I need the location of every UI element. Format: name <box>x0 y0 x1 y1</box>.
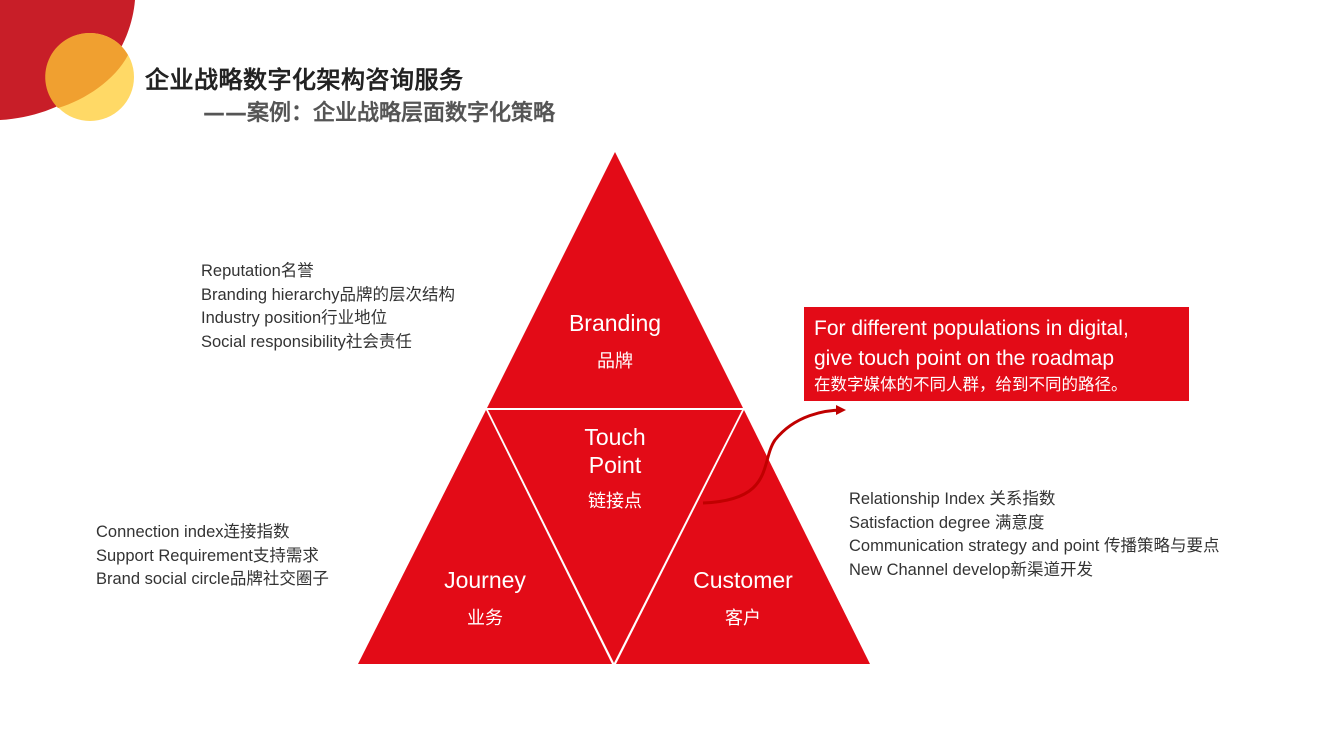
customer-note: Relationship Index 关系指数 <box>849 490 1056 508</box>
branding-note: Reputation名誉 <box>201 262 314 280</box>
branding-label-zh: 品牌 <box>597 351 633 372</box>
branding-note: Industry position行业地位 <box>201 309 388 327</box>
callout-line-2: give touch point on the roadmap <box>814 347 1115 370</box>
customer-note: New Channel develop新渠道开发 <box>849 560 1093 579</box>
journey-note: Connection index连接指数 <box>96 523 290 541</box>
customer-triangle <box>616 410 870 664</box>
connector-arrow <box>702 405 846 505</box>
journey-label-en: Journey <box>444 567 526 593</box>
page-subtitle: ——案例：企业战略层面数字化策略 <box>203 101 556 126</box>
touch-point-label-zh: 链接点 <box>588 491 642 512</box>
customer-notes: Relationship Index 关系指数 Satisfaction deg… <box>849 488 1219 582</box>
customer-note: Satisfaction degree 满意度 <box>849 513 1045 532</box>
customer-label-en: Customer <box>693 567 793 593</box>
page-title: 企业战略数字化架构咨询服务 <box>145 66 464 94</box>
customer-note: Communication strategy and point 传播策略与要点 <box>849 537 1220 555</box>
branding-label: Branding 品牌 <box>535 309 695 373</box>
branding-triangle <box>487 152 743 408</box>
customer-label-zh: 客户 <box>725 608 761 629</box>
customer-label: Customer 客户 <box>663 566 823 630</box>
branding-note: Social responsibility社会责任 <box>201 332 412 351</box>
callout-line-3: 在数字媒体的不同人群，给到不同的路径。 <box>814 375 1128 394</box>
corner-orange-overlap <box>45 32 128 108</box>
journey-label: Journey 业务 <box>405 566 565 630</box>
branding-label-en: Branding <box>568 310 662 336</box>
journey-label-zh: 业务 <box>467 608 503 629</box>
branding-notes: Reputation名誉 Branding hierarchy品牌的层次结构 I… <box>201 260 455 354</box>
touch-point-label-en: Touch Point <box>584 424 646 478</box>
journey-note: Brand social circle品牌社交圈子 <box>96 570 329 588</box>
touch-point-callout: For different populations in digital, gi… <box>804 307 1189 401</box>
branding-note: Branding hierarchy品牌的层次结构 <box>201 285 455 304</box>
touch-point-triangle <box>488 410 742 663</box>
journey-triangle <box>358 410 612 664</box>
journey-notes: Connection index连接指数 Support Requirement… <box>96 521 329 592</box>
touch-point-label: Touch Point 链接点 <box>535 423 695 513</box>
journey-note: Support Requirement支持需求 <box>96 546 319 565</box>
callout-line-1: For different populations in digital, <box>814 317 1129 340</box>
